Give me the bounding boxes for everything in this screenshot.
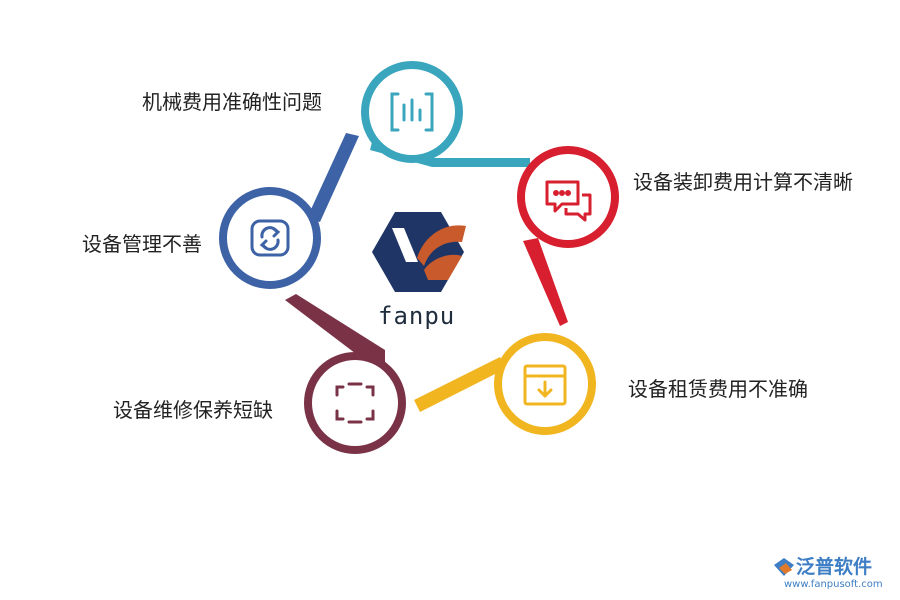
label-poor-equipment-management: 设备管理不善 xyxy=(82,232,202,256)
center-logo-icon xyxy=(372,212,466,292)
brand-watermark: 泛普软件 www.fanpusoft.com xyxy=(770,552,895,597)
circle-red xyxy=(517,146,619,248)
connector-yellow xyxy=(414,357,507,412)
circle-maroon xyxy=(304,352,406,454)
chat-bubbles-icon xyxy=(545,180,592,222)
refresh-arrows-icon xyxy=(335,382,375,424)
brand-name: 泛普软件 xyxy=(796,556,873,578)
connector-maroon xyxy=(285,294,385,366)
connector-blue xyxy=(307,133,359,222)
label-rental-cost-inaccurate: 设备租赁费用不准确 xyxy=(628,377,808,401)
circle-blue xyxy=(219,187,321,289)
label-mechanical-cost-accuracy: 机械费用准确性问题 xyxy=(142,90,322,114)
label-maintenance-shortage: 设备维修保养短缺 xyxy=(113,398,273,422)
download-box-icon xyxy=(523,364,567,406)
connector-red xyxy=(523,238,568,326)
bar-chart-icon xyxy=(390,92,434,132)
brand-logo-icon xyxy=(774,558,794,576)
sync-icon xyxy=(250,219,290,257)
center-brand-text: fanpu xyxy=(378,302,456,330)
label-loading-cost-calculation: 设备装卸费用计算不清晰 xyxy=(633,170,853,194)
brand-url: www.fanpusoft.com xyxy=(784,579,883,590)
